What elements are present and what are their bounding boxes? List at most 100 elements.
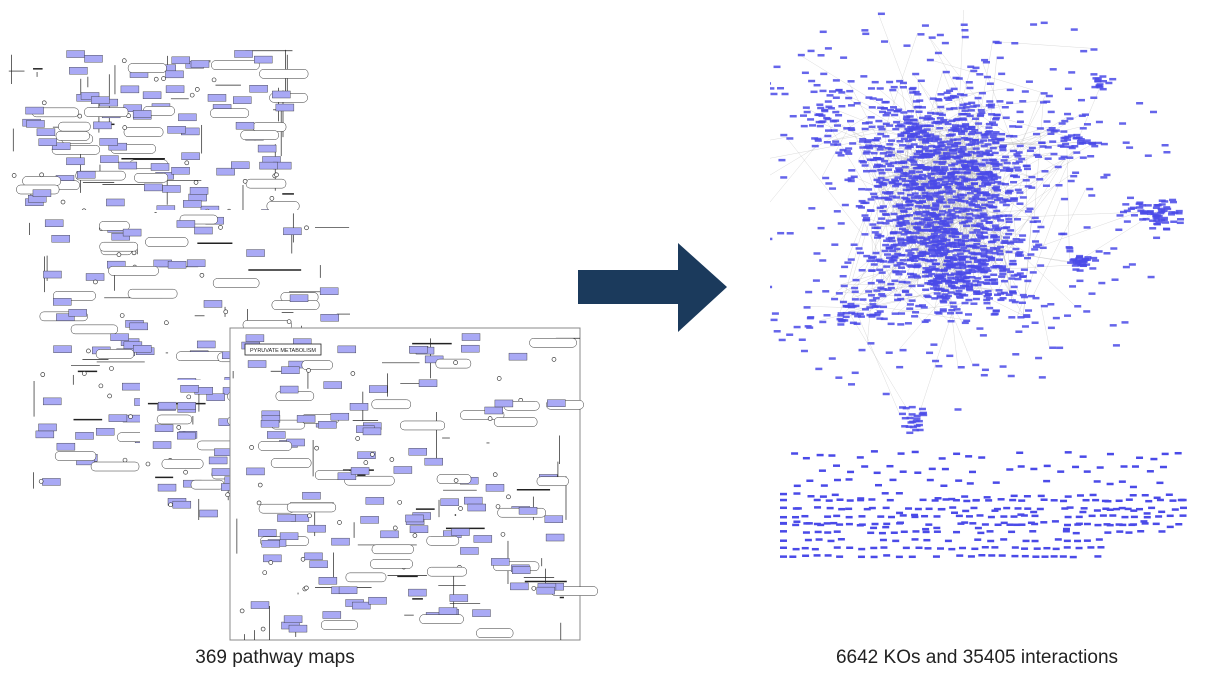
- ko-node: [1009, 290, 1017, 293]
- ko-node: [933, 213, 941, 217]
- ko-node: [1019, 275, 1027, 278]
- ko-node: [917, 229, 925, 232]
- ko-node: [1015, 330, 1023, 333]
- ko-node: [985, 149, 993, 153]
- ko-node: [915, 131, 923, 134]
- ko-node: [997, 498, 1005, 501]
- ko-node: [931, 268, 939, 271]
- ko-node: [931, 236, 939, 240]
- interaction-edge: [848, 294, 924, 312]
- ko-node: [1009, 240, 1017, 244]
- ko-node: [938, 236, 946, 239]
- ko-node: [1122, 203, 1130, 206]
- ko-node: [948, 119, 956, 123]
- ko-node: [972, 279, 980, 283]
- ko-node: [950, 228, 958, 231]
- ko-node: [890, 161, 898, 165]
- enzyme-box: [42, 478, 61, 486]
- compound-node: [412, 533, 418, 538]
- ko-node: [996, 197, 1004, 200]
- ko-node: [947, 276, 955, 280]
- ko-node: [915, 170, 923, 174]
- ko-node: [1064, 314, 1072, 317]
- ko-node: [946, 265, 954, 269]
- ko-node: [906, 158, 914, 161]
- ko-node: [965, 244, 973, 248]
- ko-node: [986, 100, 994, 103]
- ko-node: [966, 86, 974, 90]
- ko-node: [974, 277, 982, 280]
- ko-node: [1039, 145, 1047, 148]
- ko-node: [1010, 180, 1018, 184]
- ko-node: [906, 416, 914, 420]
- ko-node: [956, 193, 964, 197]
- enzyme-box: [249, 85, 268, 93]
- enzyme-box: [199, 509, 218, 518]
- ko-node: [1037, 264, 1045, 267]
- ko-node: [976, 222, 984, 226]
- ko-node: [876, 259, 884, 263]
- ko-node: [1150, 457, 1158, 461]
- enzyme-box: [183, 200, 202, 208]
- enzyme-box: [511, 566, 531, 574]
- ko-node: [804, 325, 812, 328]
- ko-node: [1109, 77, 1117, 81]
- ko-node: [824, 531, 832, 534]
- ko-node: [966, 114, 974, 118]
- enzyme-box: [461, 344, 480, 353]
- ko-node: [911, 315, 919, 318]
- ko-node: [980, 144, 988, 148]
- ko-node: [842, 311, 850, 315]
- ko-node: [860, 201, 868, 205]
- ko-node: [1040, 304, 1048, 308]
- ko-node: [843, 150, 851, 153]
- ko-node: [1040, 21, 1048, 25]
- ko-node: [985, 126, 993, 129]
- ko-node: [988, 181, 996, 185]
- ko-node: [1006, 523, 1014, 526]
- ko-node: [869, 97, 877, 100]
- ko-node: [819, 320, 827, 324]
- ko-node: [948, 177, 956, 180]
- compound-node: [223, 309, 229, 315]
- ko-node: [988, 206, 996, 209]
- ko-node: [941, 467, 949, 471]
- ko-node: [911, 248, 919, 251]
- ko-node: [993, 217, 1001, 220]
- ko-node: [846, 546, 854, 550]
- enzyme-box: [258, 529, 277, 537]
- ko-node: [835, 151, 843, 155]
- compound-node: [397, 500, 402, 505]
- ko-node: [963, 179, 971, 182]
- ko-node: [1011, 554, 1019, 558]
- map-link-box: [212, 278, 260, 288]
- ko-node: [845, 147, 853, 150]
- ko-node: [1020, 295, 1028, 299]
- compound-node: [77, 113, 83, 119]
- ko-node: [979, 215, 987, 219]
- ko-node: [878, 171, 886, 175]
- ko-node: [980, 219, 988, 222]
- enzyme-box: [188, 193, 207, 202]
- enzyme-box: [380, 530, 399, 539]
- ko-node: [981, 203, 989, 207]
- ko-node: [914, 105, 922, 109]
- ko-node: [919, 498, 927, 502]
- ko-node: [925, 507, 933, 511]
- ko-node: [961, 200, 969, 203]
- ko-node: [999, 201, 1007, 204]
- ko-node: [983, 496, 991, 499]
- ko-node: [1007, 374, 1015, 378]
- ko-node: [979, 171, 987, 174]
- ko-node: [970, 69, 978, 73]
- map-link-box: [240, 130, 279, 140]
- ko-node: [909, 256, 917, 260]
- ko-node: [973, 193, 981, 197]
- ko-node: [961, 109, 969, 112]
- ko-node: [928, 272, 936, 276]
- ko-node: [939, 201, 947, 204]
- compound-node: [199, 272, 205, 278]
- ko-node: [942, 250, 950, 254]
- ko-node: [1040, 521, 1048, 524]
- ko-node: [961, 495, 969, 498]
